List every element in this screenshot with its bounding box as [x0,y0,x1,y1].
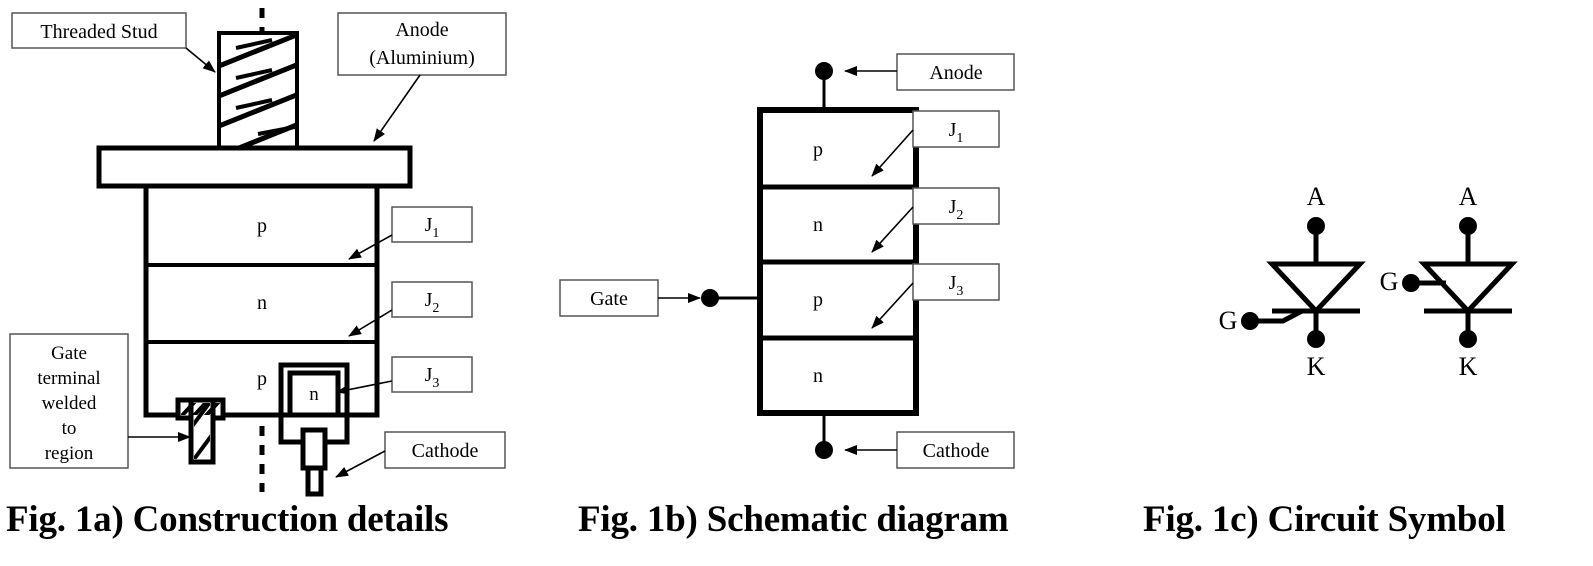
cathode-lead-upper [300,427,328,471]
region-label-p1: p [257,215,267,237]
gate-terminal-stem [188,397,216,465]
label-anode-line1: Anode [395,19,448,41]
schematic-layer-label-4: n [813,365,823,387]
label-box-anode-aluminium [337,12,507,76]
symbol-left-gate-label: G [1219,306,1238,335]
leader-j1-fig-b [871,129,914,177]
label-gate-terminal-l4: to [62,418,77,439]
schematic-layer-label-3: p [813,289,823,311]
symbol-right-cathode-label: K [1459,352,1478,381]
caption-fig-1a: Fig. 1a) Construction details [6,499,449,540]
caption-fig-1c: Fig. 1c) Circuit Symbol [1143,499,1506,540]
leader-j3-fig-a [336,380,393,395]
label-j2-fig-b: J2 [949,196,964,223]
leader-cathode-fig-a [335,450,386,478]
label-box-gate-terminal [9,333,129,469]
label-box-j3-fig-a [391,356,473,393]
region-label-n1: n [257,292,267,314]
symbol-left-gate-lead [1250,308,1304,324]
gate-terminal-dot [701,289,719,307]
leader-j1-fig-a [348,234,393,260]
label-box-j2-fig-b [912,187,1000,225]
label-box-anode-fig-b [896,53,1015,91]
label-gate-terminal-l1: Gate [51,343,87,364]
leader-anode-aluminium [373,74,421,142]
symbol-left-anode-label: A [1307,182,1326,211]
cathode-lead-lower [305,465,324,497]
symbol-right-cathode-dot [1459,330,1477,348]
label-j1-fig-a: J1 [425,214,440,241]
label-j1-fig-b: J1 [949,119,964,146]
label-anode-line2: (Aluminium) [369,47,475,69]
schematic-layer-label-2: n [813,214,823,236]
label-gate-fig-b: Gate [590,288,628,310]
label-cathode-fig-a: Cathode [412,440,479,462]
leader-threaded-stud [185,47,216,73]
region-label-n-cathode: n [309,384,319,405]
label-box-threaded-stud [11,12,187,49]
symbol-right-gate-label: G [1380,267,1399,296]
gate-terminal-hatching-stem [194,403,210,459]
label-gate-terminal-l5: region [45,443,94,464]
label-gate-terminal-l3: welded [42,393,97,414]
label-cathode-fig-b: Cathode [923,440,990,462]
leader-j2-fig-b [871,206,914,253]
thyristor-symbol-left: A K G [1219,182,1366,381]
symbol-left-cathode-dot [1307,330,1325,348]
symbol-right-triangle [1418,261,1518,315]
symbol-right-anode-label: A [1459,182,1478,211]
region-label-p2: p [257,368,267,390]
fig-1b-group: p n p n Anode Cathode Gate [559,53,1015,469]
label-box-j3-fig-b [912,263,1000,301]
gate-terminal-hatching-top [181,403,220,415]
anode-plate [96,145,413,189]
label-j3-fig-b: J3 [949,272,964,299]
cathode-terminal-dot [815,441,833,459]
leader-j2-fig-a [348,309,393,337]
label-box-j1-fig-b [912,110,1000,148]
label-box-cathode-fig-a [384,431,506,469]
label-box-j2-fig-a [391,281,473,318]
label-box-j1-fig-a [391,206,473,243]
leader-j3-fig-b [871,282,914,329]
label-threaded-stud: Threaded Stud [40,21,157,43]
label-j2-fig-a: J2 [425,289,440,316]
fig-1a-group: p n p n [9,8,507,497]
symbol-left-cathode-label: K [1307,352,1326,381]
threaded-stud-hatching [221,35,295,149]
label-box-cathode-fig-b [896,431,1015,469]
label-anode-fig-b: Anode [929,62,982,84]
fig-1c-group: A K G A K G [1219,182,1518,381]
label-gate-terminal-l2: terminal [37,368,100,389]
anode-terminal-dot [815,62,833,80]
schematic-layer-label-1: p [813,139,823,161]
symbol-left-triangle [1266,261,1366,315]
thyristor-symbol-right: A K G [1380,182,1518,381]
label-j3-fig-a: J3 [425,364,440,391]
caption-fig-1b: Fig. 1b) Schematic diagram [578,499,1009,540]
